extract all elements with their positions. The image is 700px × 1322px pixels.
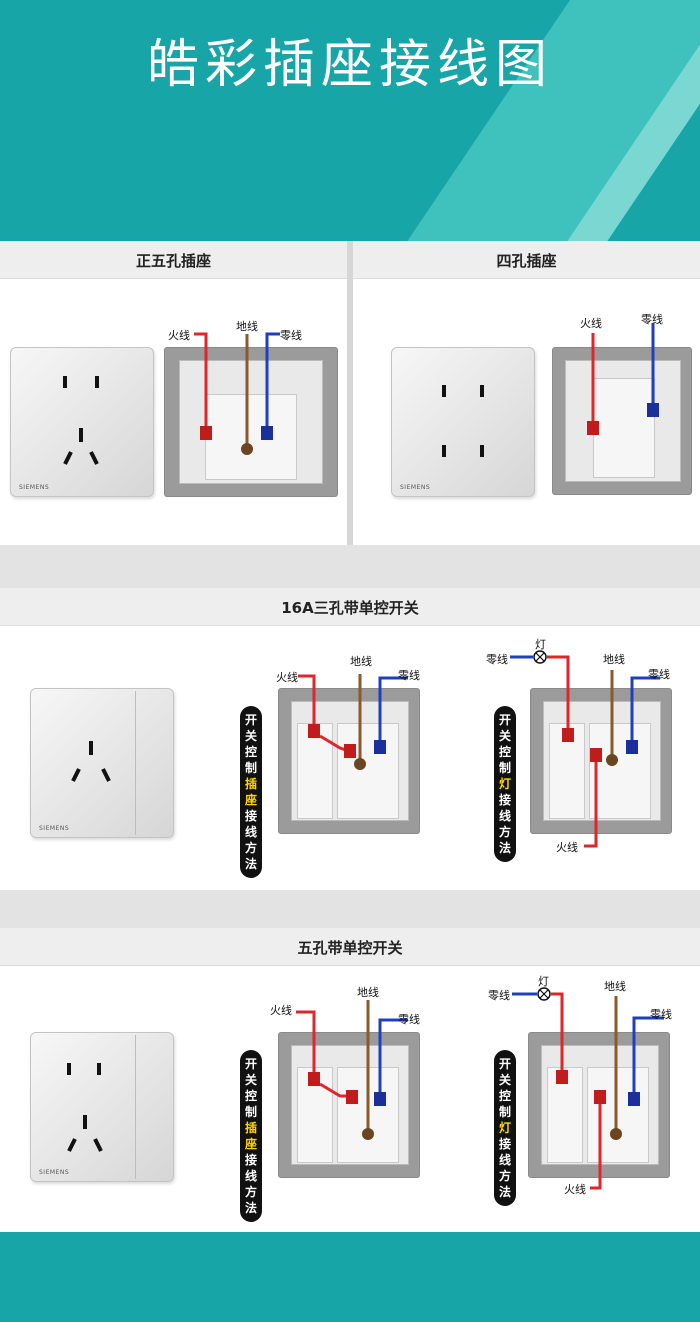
faceplate-five-hole-switch: SIEMENS — [30, 1032, 174, 1182]
socket-holes-icon — [71, 741, 111, 782]
method-label: 开关控制 插座 接线方法 — [240, 1050, 262, 1222]
method-text: 开关控制 — [245, 1057, 258, 1119]
faceplate-five-hole: SIEMENS — [10, 347, 154, 497]
label-neutral: 零线 — [650, 1008, 672, 1021]
label-live: 火线 — [556, 841, 578, 854]
panel-heading: 五孔带单控开关 — [0, 928, 700, 966]
label-lamp: 灯 — [535, 638, 546, 651]
rear-view-three-hole-switch — [278, 688, 420, 834]
wiring-diagram — [296, 1000, 408, 1140]
socket-module — [337, 723, 399, 819]
method-highlight: 插座 — [245, 1121, 258, 1151]
label-neutral-lamp: 零线 — [486, 653, 508, 666]
method-label: 开关控制 插座 接线方法 — [240, 706, 262, 878]
section-gap — [0, 545, 700, 588]
method-highlight: 插座 — [245, 777, 258, 807]
label-live: 火线 — [168, 329, 190, 342]
switch-divider — [135, 1035, 136, 1179]
wiring-diagram — [298, 674, 408, 770]
footer-band — [0, 1232, 700, 1322]
socket-holes-icon — [442, 385, 484, 457]
faceplate-three-hole-switch: SIEMENS — [30, 688, 174, 838]
header-banner: 皓彩插座接线图 — [0, 0, 700, 241]
label-live: 火线 — [580, 317, 602, 330]
panel-four-hole: 四孔插座 SIEMENS 火线 零线 — [353, 241, 700, 545]
wiring-diagram-lamp — [510, 650, 660, 848]
label-earth: 地线 — [603, 653, 625, 666]
method-text: 接线方法 — [245, 809, 258, 871]
method-text: 开关控制 — [245, 713, 258, 775]
socket-holes-icon — [63, 376, 99, 465]
label-neutral-lamp: 零线 — [488, 989, 510, 1002]
method-text: 接线方法 — [499, 1137, 512, 1199]
panel-heading: 四孔插座 — [353, 241, 700, 279]
wiring-diagram — [194, 332, 280, 455]
method-highlight: 灯 — [499, 777, 512, 791]
socket-holes-icon — [67, 1063, 103, 1152]
method-highlight: 灯 — [499, 1121, 512, 1135]
label-lamp: 灯 — [538, 975, 549, 988]
label-live: 火线 — [276, 671, 298, 684]
socket-module — [589, 723, 651, 819]
faceplate-four-hole: SIEMENS — [391, 347, 535, 497]
panel-five-hole: 正五孔插座 SIEMENS 火线 地线 零线 — [0, 241, 347, 545]
label-live: 火线 — [270, 1004, 292, 1017]
wiring-diagram-lamp — [512, 987, 664, 1190]
switch-divider — [135, 691, 136, 835]
label-earth: 地线 — [236, 320, 258, 333]
label-neutral: 零线 — [648, 668, 670, 681]
label-earth: 地线 — [350, 655, 372, 668]
panel-heading: 16A三孔带单控开关 — [0, 588, 700, 626]
panel-three-hole-switch: 16A三孔带单控开关 SIEMENS 开关控制 插座 接线方法 — [0, 588, 700, 890]
brand-logo: SIEMENS — [39, 825, 70, 832]
panel-five-hole-switch: 五孔带单控开关 SIEMENS 开关控制 插座 接线方法 — [0, 928, 700, 1232]
rear-view-three-hole-lamp — [530, 688, 672, 834]
socket-module — [593, 378, 655, 478]
panel-heading: 正五孔插座 — [0, 241, 347, 279]
method-text: 开关控制 — [499, 1057, 512, 1119]
socket-module — [587, 1067, 649, 1163]
label-neutral: 零线 — [398, 669, 420, 682]
label-earth: 地线 — [604, 980, 626, 993]
method-label: 开关控制 灯 接线方法 — [494, 1050, 516, 1206]
section-gap — [0, 890, 700, 928]
method-text: 接线方法 — [499, 793, 512, 855]
brand-logo: SIEMENS — [39, 1169, 70, 1176]
label-neutral: 零线 — [641, 313, 663, 326]
method-text: 接线方法 — [245, 1153, 258, 1215]
rear-view-four-hole — [552, 347, 692, 495]
brand-logo: SIEMENS — [400, 484, 431, 491]
rear-view-five-hole — [164, 347, 338, 497]
wiring-diagram — [587, 323, 659, 435]
label-live: 火线 — [564, 1183, 586, 1196]
method-label: 开关控制 灯 接线方法 — [494, 706, 516, 862]
page-title: 皓彩插座接线图 — [146, 35, 553, 95]
label-earth: 地线 — [357, 986, 379, 999]
method-text: 开关控制 — [499, 713, 512, 775]
label-neutral: 零线 — [280, 329, 302, 342]
label-neutral: 零线 — [398, 1013, 420, 1026]
brand-logo: SIEMENS — [19, 484, 50, 491]
